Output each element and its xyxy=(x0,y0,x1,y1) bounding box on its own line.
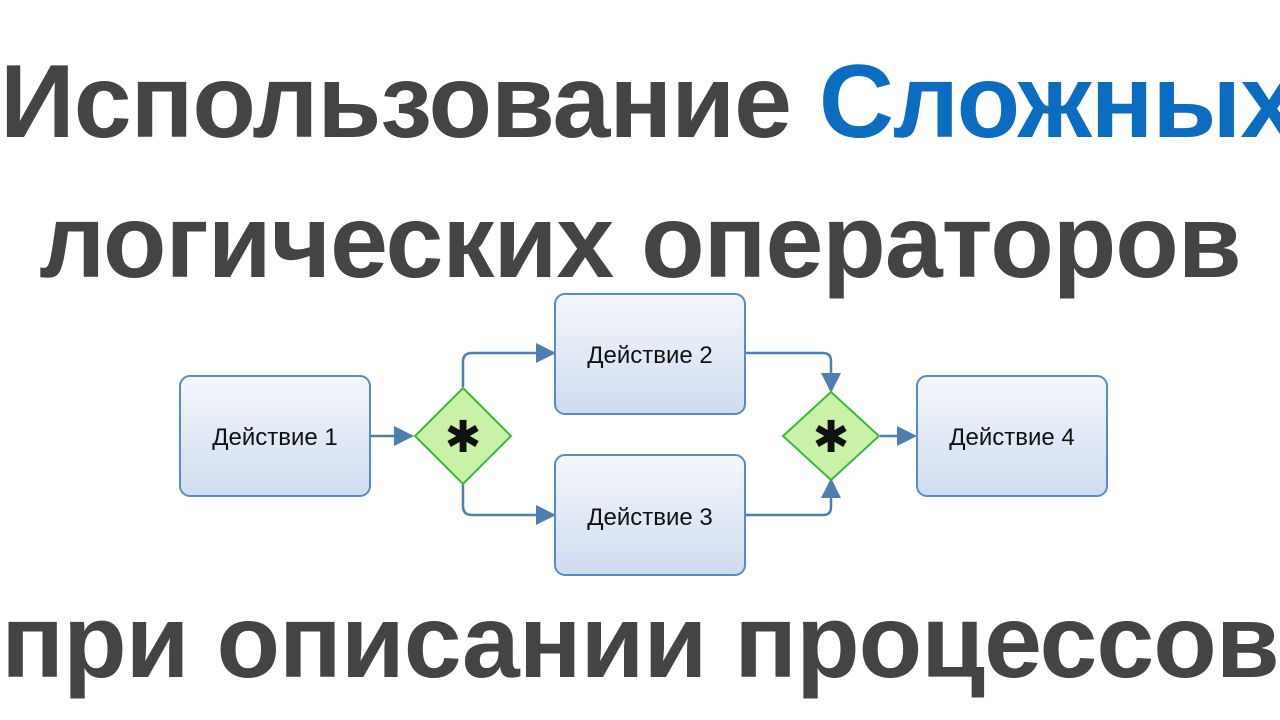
flow-task3-to-join xyxy=(745,478,841,517)
flow-task2-to-join xyxy=(745,351,841,393)
title-line-2: логических операторов xyxy=(39,184,1242,300)
task-1-label: Действие 1 xyxy=(212,424,338,451)
complex-gateway-join: ✱ xyxy=(781,390,881,482)
complex-gateway-join-icon: ✱ xyxy=(813,412,850,463)
task-4: Действие 4 xyxy=(916,375,1108,497)
complex-gateway-split-icon: ✱ xyxy=(445,412,482,463)
task-4-label: Действие 4 xyxy=(949,424,1075,451)
title-line-3: при описании процессов xyxy=(1,584,1279,700)
task-2: Действие 2 xyxy=(554,293,746,415)
complex-gateway-split: ✱ xyxy=(413,386,513,486)
task-1: Действие 1 xyxy=(179,375,371,497)
title-word-complex: Сложных xyxy=(818,44,1280,160)
title-word-usage: Использование xyxy=(0,44,792,160)
task-2-label: Действие 2 xyxy=(587,342,713,369)
title-line-1: Использование Сложных xyxy=(0,50,1280,154)
task-3: Действие 3 xyxy=(554,454,746,576)
task-3-label: Действие 3 xyxy=(587,504,713,531)
flow-split-to-task3 xyxy=(461,484,556,525)
flow-split-to-task2 xyxy=(461,343,556,387)
